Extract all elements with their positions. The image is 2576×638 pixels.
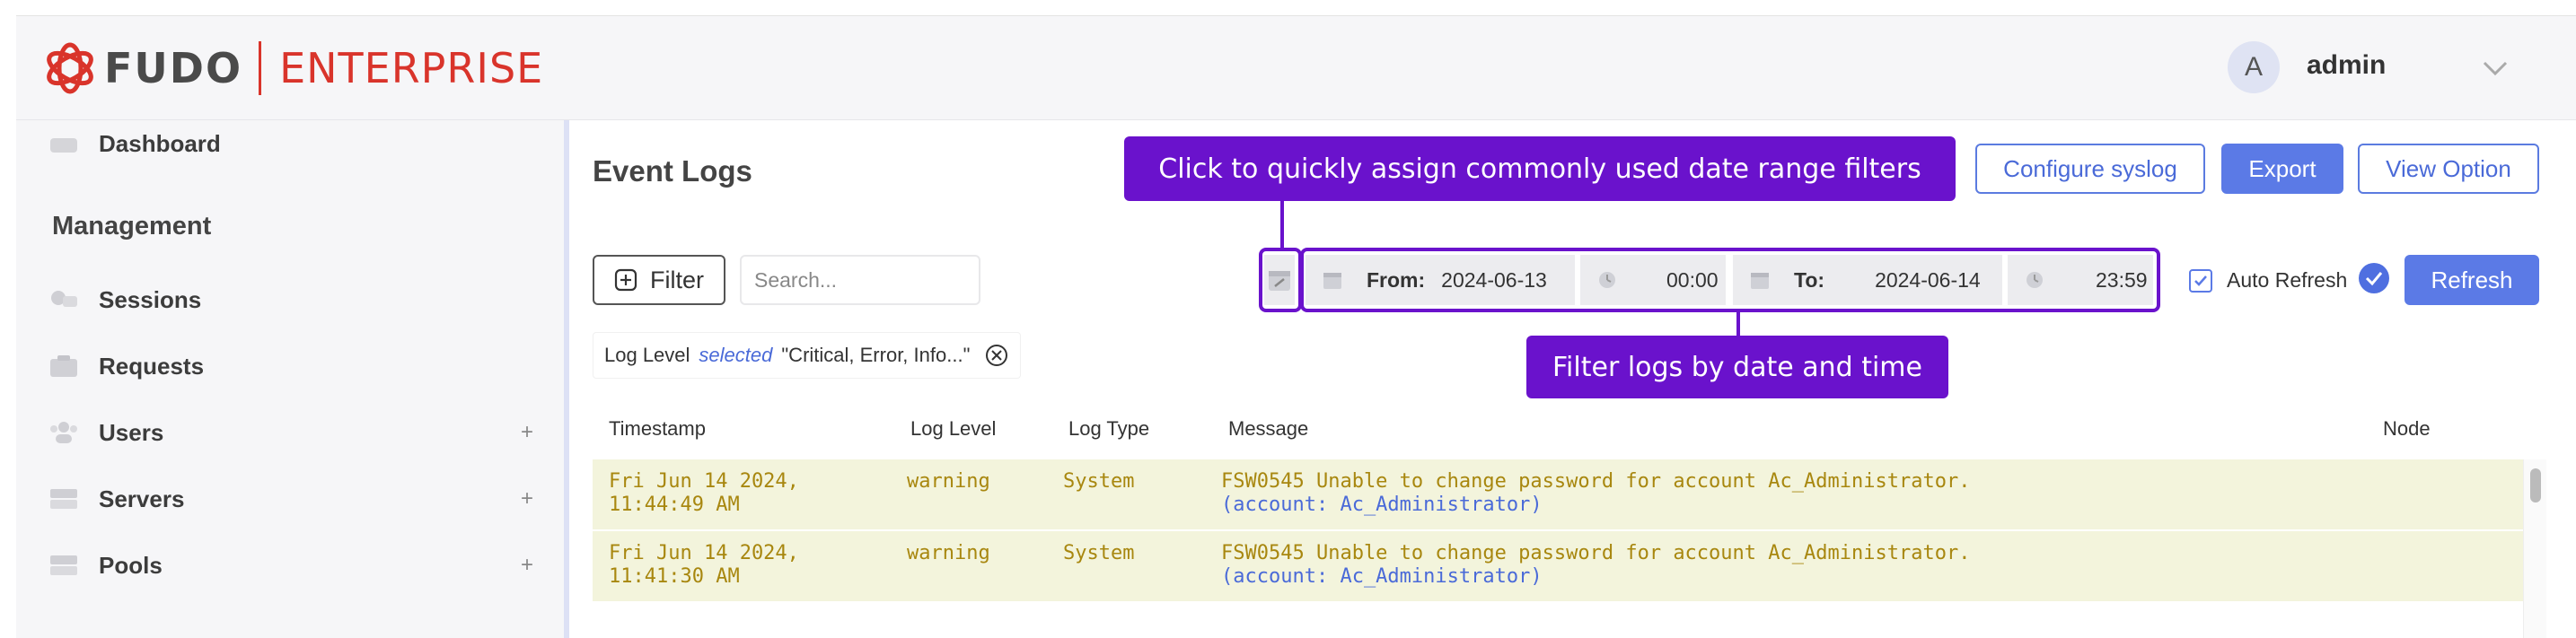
plus-square-icon [614,268,637,292]
date-filter-callout: Filter logs by date and time [1526,336,1948,398]
table-row[interactable]: Fri Jun 14 2024,11:44:49 AM warning Syst… [593,459,2523,531]
sidebar: Dashboard Management Sessions Requests U… [16,120,564,638]
auto-refresh-checkbox[interactable] [2189,269,2212,293]
page-title: Event Logs [593,154,752,188]
logo-primary-text: FUDO [104,44,243,92]
sidebar-item-users[interactable]: Users + [48,415,533,450]
sidebar-item-servers[interactable]: Servers + [48,481,533,517]
avatar[interactable]: A [2228,41,2280,93]
logo-divider [259,41,262,95]
timestamp-cell: Fri Jun 14 2024,11:44:49 AM [609,470,799,516]
column-header-timestamp[interactable]: Timestamp [609,417,706,440]
callout-connector [1736,310,1740,336]
active-filter-chip[interactable]: Log Level selected "Critical, Error, Inf… [593,332,1022,379]
calendar-edit-icon [1269,271,1290,291]
export-button[interactable]: Export [2221,144,2343,194]
message-cell: FSW0545 Unable to change password for ac… [1221,470,1971,516]
log-type-cell: System [1063,470,1135,493]
to-date-field[interactable]: To: 2024-06-14 [1733,255,2002,305]
filter-field: Log Level [604,344,690,366]
date-preset-highlight [1259,248,1302,312]
message-cell: FSW0545 Unable to change password for ac… [1221,542,1971,588]
from-label: From: [1367,267,1426,292]
column-header-message[interactable]: Message [1228,417,1309,440]
logo-secondary-text: ENTERPRISE [279,44,544,92]
calendar-icon [1751,273,1769,289]
search-input[interactable] [740,255,980,305]
sidebar-item-label: Users [99,418,164,446]
from-time-field[interactable]: 00:00 [1580,255,1726,305]
log-level-cell: warning [907,542,990,564]
auto-refresh-label: Auto Refresh [2227,268,2348,292]
view-option-button[interactable]: View Option [2358,144,2539,194]
main-content: Event Logs Configure syslog Export View … [569,120,2576,638]
expand-plus-icon[interactable]: + [520,553,533,577]
users-icon [50,422,77,443]
app-header: FUDO ENTERPRISE A admin [16,16,2576,120]
calendar-icon [1323,273,1341,289]
column-header-log-level[interactable]: Log Level [910,417,997,440]
date-presets-callout: Click to quickly assign commonly used da… [1124,136,1956,201]
dashboard-icon [50,138,77,153]
column-header-log-type[interactable]: Log Type [1068,417,1150,440]
to-time-value: 23:59 [2096,267,2148,292]
timestamp-cell: Fri Jun 14 2024,11:41:30 AM [609,542,799,588]
from-date-value: 2024-06-13 [1441,267,1547,292]
sidebar-item-label: Dashboard [99,129,221,157]
to-time-field[interactable]: 23:59 [2008,255,2153,305]
sidebar-item-label: Sessions [99,285,202,313]
brand-logo[interactable]: FUDO ENTERPRISE [41,36,543,101]
to-date-value: 2024-06-14 [1875,267,1981,292]
filter-operator: selected [699,344,773,366]
fudo-logo-icon [47,42,93,94]
sidebar-item-pools[interactable]: Pools + [48,547,533,583]
sidebar-item-dashboard[interactable]: Dashboard [48,126,533,162]
sidebar-item-requests[interactable]: Requests [48,348,533,384]
to-label: To: [1794,267,1825,292]
from-time-value: 00:00 [1666,267,1719,292]
log-type-cell: System [1063,542,1135,564]
clock-icon [1599,272,1615,288]
configure-syslog-button[interactable]: Configure syslog [1975,144,2205,194]
window-top-edge [16,0,2576,16]
pools-icon [50,555,77,575]
chevron-down-icon[interactable] [2479,52,2511,84]
expand-plus-icon[interactable]: + [520,420,533,444]
filter-value: "Critical, Error, Info..." [781,344,971,366]
filter-button-label: Filter [650,266,704,293]
sidebar-section-title: Management [52,212,212,240]
sidebar-item-sessions[interactable]: Sessions [48,282,533,318]
close-icon[interactable] [984,343,1009,368]
requests-icon [50,355,77,377]
refresh-button[interactable]: Refresh [2405,255,2539,305]
clock-icon [2027,272,2043,288]
filter-button[interactable]: Filter [593,255,725,305]
expand-plus-icon[interactable]: + [520,486,533,511]
sidebar-item-label: Pools [99,551,163,579]
date-filter-highlight [1300,248,2160,312]
table-row[interactable]: Fri Jun 14 2024,11:41:30 AM warning Syst… [593,531,2523,603]
table-scrollbar[interactable] [2523,459,2546,638]
column-header-node[interactable]: Node [2383,417,2431,440]
sidebar-item-label: Requests [99,352,205,380]
sidebar-item-label: Servers [99,485,185,512]
username[interactable]: admin [2307,50,2387,80]
date-preset-button[interactable] [1264,255,1295,305]
sessions-icon [51,291,77,307]
checkmark-icon [2194,275,2207,286]
sidebar-border [564,120,569,638]
scrollbar-thumb[interactable] [2530,468,2541,503]
check-circle-icon [2359,263,2389,293]
user-menu[interactable]: A admin [2145,16,2576,120]
servers-icon [50,489,77,509]
callout-connector [1280,199,1284,249]
log-level-cell: warning [907,470,990,493]
from-date-field[interactable]: From: 2024-06-13 [1306,255,1575,305]
